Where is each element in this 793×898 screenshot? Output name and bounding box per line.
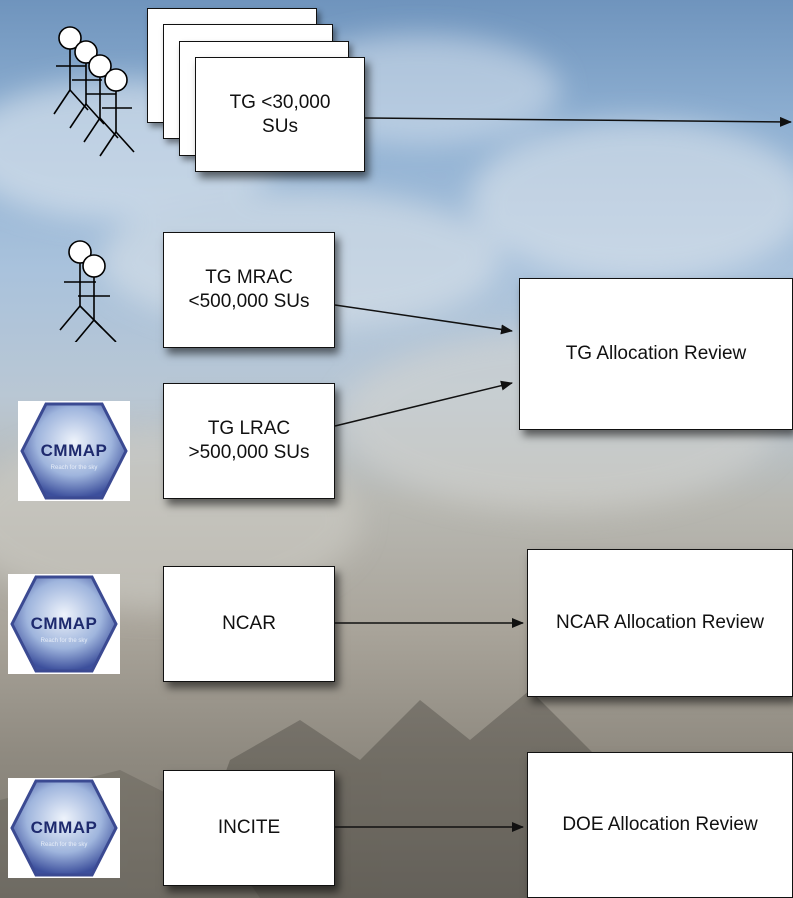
logo-name: CMMAP <box>40 441 108 460</box>
cmmap-logo-icon: CMMAP Reach for the sky <box>18 401 130 501</box>
cmmap-logo-icon: CMMAP Reach for the sky <box>8 574 120 674</box>
logo-name: CMMAP <box>30 614 98 633</box>
tg-lrac-box: TG LRAC >500,000 SUs <box>163 383 335 499</box>
stick-figure-pair-icon <box>59 240 117 342</box>
logo-name: CMMAP <box>30 818 98 837</box>
tg-mrac-box: TG MRAC <500,000 SUs <box>163 232 335 348</box>
doe-allocation-review-box: DOE Allocation Review <box>527 752 793 898</box>
logo-tagline: Reach for the sky <box>50 465 98 471</box>
logo-tagline: Reach for the sky <box>40 842 88 848</box>
logo-tagline: Reach for the sky <box>40 638 88 644</box>
tg-small-box: TG <30,000 SUs <box>195 57 365 172</box>
ncar-box: NCAR <box>163 566 335 682</box>
ncar-allocation-review-box: NCAR Allocation Review <box>527 549 793 697</box>
incite-box: INCITE <box>163 770 335 886</box>
tg-allocation-review-box: TG Allocation Review <box>519 278 793 430</box>
stick-figure-group-icon <box>53 26 135 157</box>
cmmap-logo-icon: CMMAP Reach for the sky <box>8 778 120 878</box>
